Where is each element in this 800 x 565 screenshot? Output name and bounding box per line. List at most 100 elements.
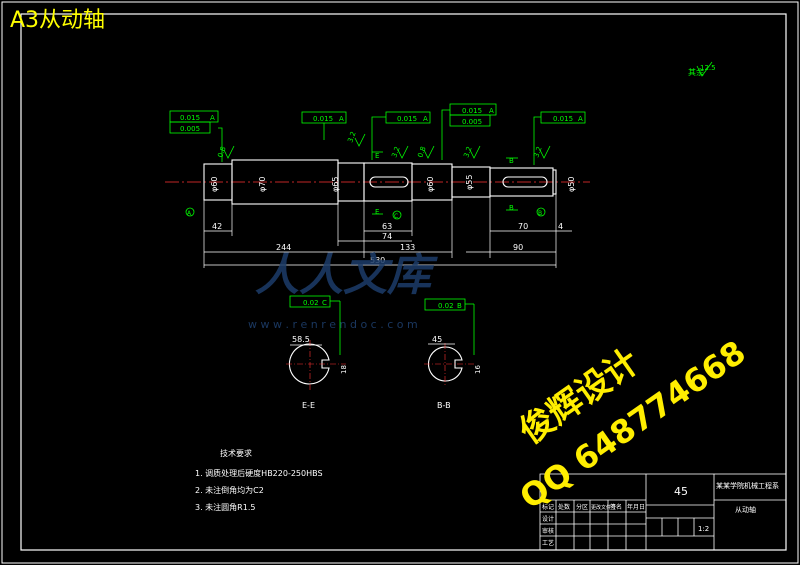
tol-right-datum: A <box>578 115 583 123</box>
tb-row-0: 标记 <box>542 503 554 511</box>
sec-b-tol-datum: B <box>457 302 462 310</box>
rough-val-1: 0.8 <box>216 145 227 158</box>
diameter-d6: φ50 <box>567 177 576 192</box>
tol-rt-runout: 0.015 <box>462 107 482 115</box>
sec-b-width: 45 <box>432 335 442 344</box>
diameter-d5: φ55 <box>465 175 474 190</box>
rough-val-5: 3.2 <box>462 145 473 158</box>
cut-b-bottom-label: B <box>509 204 514 212</box>
tb-row-5: 年月日 <box>627 503 645 511</box>
sec-e-label: E-E <box>302 401 315 410</box>
tol-left-datum: A <box>210 114 215 122</box>
rough-icon-6 <box>539 145 551 159</box>
rough-icon-3 <box>397 145 409 159</box>
tb-row-8: 工艺 <box>542 539 554 547</box>
dim-63: 63 <box>382 222 392 231</box>
watermark-logo: 人人文库 <box>255 250 438 301</box>
tb-scale: 1:2 <box>698 525 709 533</box>
rough-val-3: 3.2 <box>390 145 401 158</box>
sec-e-width: 58.5 <box>292 335 310 344</box>
technical-notes: 技术要求 1. 调质处理后硬度HB220-250HBS 2. 未注倒角均为C2 … <box>195 448 323 512</box>
section-letters: E E B B A C B <box>187 152 542 220</box>
datum-a-label: A <box>187 210 192 217</box>
sec-b-key: 16 <box>474 365 482 374</box>
tol-leader-rt <box>441 109 450 160</box>
dim-244: 244 <box>276 243 291 252</box>
note-2: 2. 未注倒角均为C2 <box>195 485 264 495</box>
tolerance-frames <box>169 103 586 165</box>
rough-icon-2 <box>354 133 366 147</box>
sec-b-tol-value: 0.02 <box>438 302 454 310</box>
dim-133: 133 <box>400 243 415 252</box>
datum-b-label: B <box>538 210 542 217</box>
sec-b-label: B-B <box>437 401 451 410</box>
diameter-d2: φ70 <box>258 177 267 192</box>
tol-leader-right <box>533 116 541 165</box>
inner-border <box>20 13 787 551</box>
sec-b-outline <box>428 346 463 382</box>
note-1: 1. 调质处理后硬度HB220-250HBS <box>195 468 323 478</box>
tol-leader-mid2 <box>371 116 386 160</box>
diameter-labels: φ60 φ70 φ65 φ60 φ55 φ50 <box>210 175 576 192</box>
notes-heading: 技术要求 <box>220 448 252 458</box>
tol-frame-right <box>540 111 586 124</box>
watermark-url: w w w . r e n r e n d o c . c o m <box>248 318 418 331</box>
tol-frame-left-2 <box>169 121 211 134</box>
dimension-lines <box>203 194 572 268</box>
title-block <box>539 473 787 551</box>
tb-row-3: 更改文件号 <box>591 504 616 511</box>
section-e: 0.02 C 58.5 18 E-E <box>286 295 348 410</box>
tb-material: 45 <box>674 485 688 498</box>
diameter-d4: φ60 <box>426 177 435 192</box>
tol-rt-cyl: 0.005 <box>462 118 482 126</box>
rough-val-2: 3.2 <box>346 130 357 143</box>
roughness-note-text: 其余 <box>688 67 704 77</box>
tol-mid2-datum: A <box>423 115 428 123</box>
sec-e-tol-datum: C <box>322 299 327 307</box>
tol-rt-datum: A <box>489 107 494 115</box>
datum-c-label: C <box>394 213 398 220</box>
roughness-symbol-icon <box>696 61 713 77</box>
tb-part-name: 从动轴 <box>735 505 756 514</box>
dim-90: 90 <box>513 243 523 252</box>
title-block-text: 45 某某学院机械工程系 从动轴 1:2 标记 处数 分区 更改文件号 签名 年… <box>542 481 779 547</box>
shaft-outline <box>203 159 557 205</box>
roughness-marks <box>223 133 551 159</box>
tb-school: 某某学院机械工程系 <box>716 481 779 490</box>
rough-val-4: 0.8 <box>416 145 427 158</box>
diameter-d3: φ65 <box>331 177 340 192</box>
rough-icon-1 <box>223 145 235 159</box>
roughness-values: 0.8 3.2 3.2 0.8 3.2 3.2 <box>216 130 543 158</box>
keyway-right <box>502 176 548 188</box>
tb-row-2: 分区 <box>576 503 588 511</box>
note-3: 3. 未注圆角R1.5 <box>195 502 255 512</box>
section-cut-lines <box>185 151 546 220</box>
datum-b-circle <box>536 207 546 217</box>
tb-row-1: 处数 <box>558 503 570 511</box>
tol-leader-left <box>218 127 223 162</box>
sec-e-key: 18 <box>340 365 348 374</box>
tol-mid2-runout: 0.015 <box>397 115 417 123</box>
tb-row-6: 设计 <box>542 515 554 523</box>
dim-70: 70 <box>518 222 528 231</box>
tol-right-runout: 0.015 <box>553 115 573 123</box>
drawing-title: A3从动轴 <box>10 8 105 33</box>
section-b: 0.02 B 45 16 B-B <box>424 298 482 410</box>
keyway-left <box>369 176 409 188</box>
tol-frame-mid2 <box>385 111 431 124</box>
rough-icon-5 <box>469 145 481 159</box>
tol-left-runout: 0.015 <box>180 114 200 122</box>
diameter-d1: φ60 <box>210 177 219 192</box>
tb-row-7: 审核 <box>542 527 554 535</box>
tb-row-4: 签名 <box>610 503 622 511</box>
tolerance-texts: 0.015 A 0.005 0.015 A 0.015 A 0.015 A 0.… <box>180 107 583 133</box>
rough-icon-4 <box>423 145 435 159</box>
rough-val-6: 3.2 <box>532 145 543 158</box>
dimension-texts: 42 63 74 133 244 530 70 90 4 <box>212 222 563 265</box>
dim-530: 530 <box>370 256 385 265</box>
sec-b-tol-frame <box>424 298 466 311</box>
dim-74: 74 <box>382 232 392 241</box>
cut-e-top-label: E <box>375 152 379 160</box>
